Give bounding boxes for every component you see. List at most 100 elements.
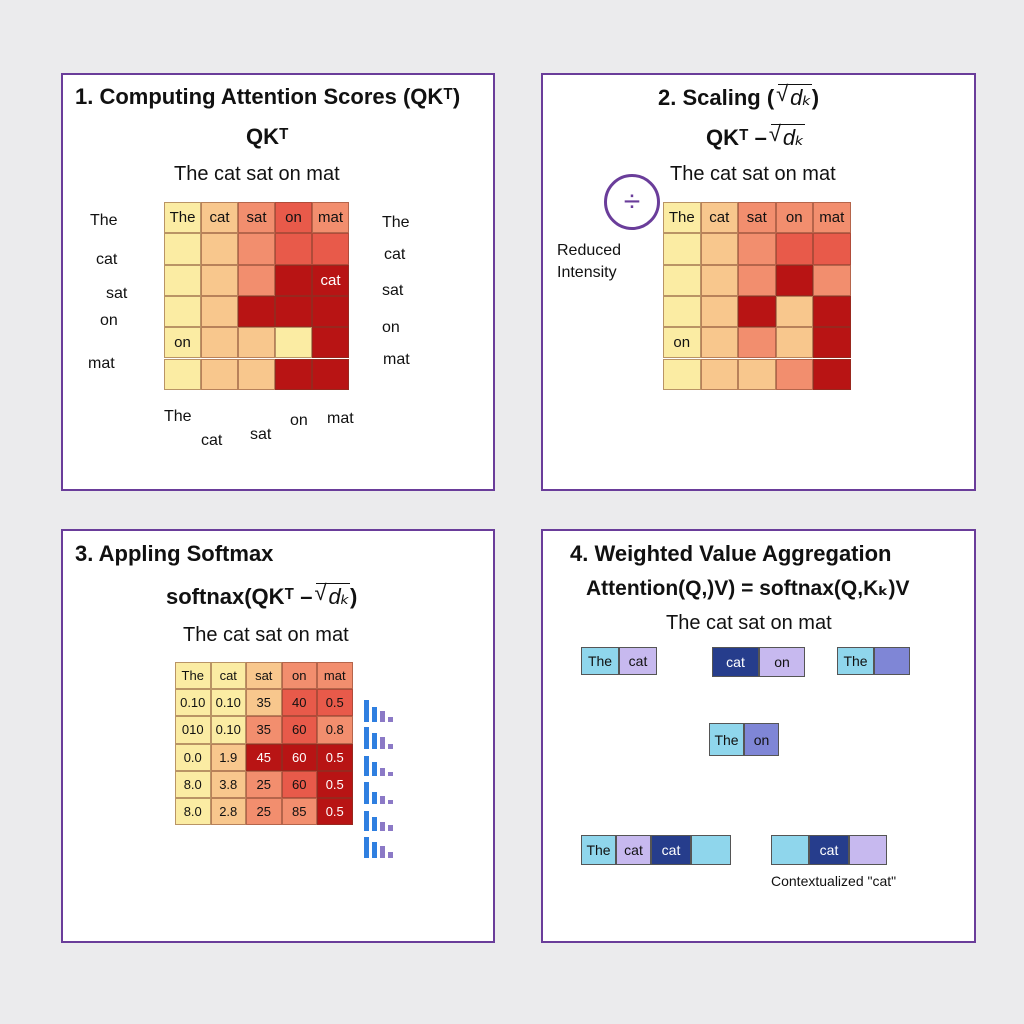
left-row-label: cat bbox=[96, 251, 118, 268]
right-row-label: sat bbox=[382, 282, 404, 299]
matrix-value-cell: 0.10 bbox=[210, 716, 246, 744]
token-box bbox=[691, 835, 731, 865]
matrix-value-cell: 85 bbox=[281, 798, 317, 826]
bottom-col-label: cat bbox=[201, 432, 223, 449]
matrix-value-cell: 25 bbox=[246, 770, 282, 798]
matrix-cell bbox=[663, 233, 701, 265]
weight-bar bbox=[388, 717, 393, 722]
matrix-cell bbox=[775, 327, 813, 359]
panel1-title: 1. Computing Attention Scores (QKᵀ) bbox=[75, 84, 461, 109]
matrix-cell bbox=[775, 295, 813, 328]
annotation-intensity: Intensity bbox=[557, 264, 617, 281]
matrix-cell-label: cat bbox=[312, 264, 349, 296]
matrix-cell bbox=[275, 295, 312, 328]
col-header-cell: on bbox=[281, 662, 317, 690]
weight-bar-group bbox=[364, 778, 404, 804]
col-header-cell: on bbox=[775, 202, 813, 234]
col-header-cell: sat bbox=[238, 202, 275, 234]
matrix-cell bbox=[775, 264, 813, 296]
panel2-sentence: The cat sat on mat bbox=[670, 163, 836, 185]
matrix-value-cell: 2.8 bbox=[210, 798, 246, 826]
matrix-value-cell: 60 bbox=[281, 743, 317, 771]
weight-bar-group bbox=[364, 723, 404, 750]
matrix-cell bbox=[238, 358, 275, 390]
col-header-cell: The bbox=[164, 202, 201, 234]
matrix-value-cell: 40 bbox=[281, 689, 317, 717]
divide-glyph: ÷ bbox=[623, 185, 641, 218]
weight-bar bbox=[380, 710, 385, 722]
matrix-cell bbox=[201, 358, 238, 390]
matrix-cell bbox=[275, 327, 312, 359]
weight-bar bbox=[388, 825, 393, 831]
panel3-sentence: The cat sat on mat bbox=[183, 624, 349, 646]
matrix-value-cell: 35 bbox=[246, 689, 282, 717]
matrix-cell bbox=[164, 264, 201, 296]
matrix-cell bbox=[238, 327, 275, 359]
matrix-cell bbox=[275, 264, 312, 296]
matrix-cell bbox=[663, 358, 701, 390]
matrix-cell bbox=[275, 358, 312, 390]
weight-bar bbox=[364, 756, 369, 777]
divide-icon: ÷ bbox=[604, 174, 660, 230]
matrix-cell bbox=[312, 233, 349, 265]
weight-bar bbox=[388, 852, 393, 858]
panel4-title: 4. Weighted Value Aggregation bbox=[570, 541, 892, 566]
panel2-formula-prefix: QKᵀ – bbox=[706, 125, 767, 150]
matrix-cell bbox=[738, 233, 776, 265]
bottom-col-label: sat bbox=[250, 426, 272, 443]
matrix-value-cell: 25 bbox=[246, 798, 282, 826]
weight-bar bbox=[380, 796, 385, 804]
matrix-value-cell: 0.10 bbox=[175, 689, 211, 717]
bottom-col-label: mat bbox=[327, 410, 354, 427]
weight-bar bbox=[388, 743, 393, 750]
matrix-cell bbox=[738, 295, 776, 328]
left-row-label: mat bbox=[88, 355, 115, 372]
col-header-cell: sat bbox=[246, 662, 282, 690]
panel1-formula: QKᵀ bbox=[246, 124, 289, 149]
bottom-col-label: The bbox=[164, 408, 192, 425]
weight-bar bbox=[372, 817, 377, 831]
weight-bar bbox=[380, 737, 385, 750]
matrix-value-cell: 1.9 bbox=[210, 743, 246, 771]
weight-bar-group bbox=[364, 696, 404, 722]
weight-bar bbox=[380, 822, 385, 831]
panel3-formula-sqrt: dₖ bbox=[314, 580, 351, 610]
weight-bar bbox=[372, 791, 377, 804]
panel2-formula-sqrt: dₖ bbox=[769, 121, 805, 151]
col-header-cell: mat bbox=[317, 662, 353, 690]
token-box: The bbox=[837, 647, 874, 675]
weight-bar bbox=[372, 842, 377, 858]
weight-bar-group bbox=[364, 750, 404, 777]
matrix-cell bbox=[813, 358, 851, 390]
matrix-cell bbox=[238, 233, 275, 265]
matrix-cell bbox=[164, 295, 201, 328]
matrix-cell-label: on bbox=[164, 327, 201, 359]
matrix-cell bbox=[813, 327, 851, 359]
panel2-title-sqrt: dₖ bbox=[776, 81, 812, 111]
panel3-title: 3. Appling Softmax bbox=[75, 541, 274, 566]
right-row-label: on bbox=[382, 319, 400, 336]
panel2-title-suffix: ) bbox=[811, 85, 820, 110]
right-row-label: mat bbox=[383, 351, 410, 368]
weight-bar-group bbox=[364, 832, 404, 858]
matrix-value-cell: 35 bbox=[246, 716, 282, 744]
matrix-cell bbox=[813, 295, 851, 328]
panel3-formula-prefix: softnax(QKᵀ – bbox=[166, 584, 313, 609]
matrix-cell bbox=[700, 233, 738, 265]
matrix-value-cell: 0.0 bbox=[175, 743, 211, 771]
token-box: The bbox=[581, 647, 619, 675]
matrix-cell bbox=[663, 295, 701, 328]
col-header-cell: mat bbox=[813, 202, 851, 234]
panel1-sentence: The cat sat on mat bbox=[174, 163, 340, 185]
matrix-cell bbox=[275, 233, 312, 265]
weight-bar bbox=[372, 733, 377, 750]
matrix-value-cell: 0.5 bbox=[317, 689, 353, 717]
right-row-label: cat bbox=[384, 246, 406, 263]
token-box: on bbox=[759, 647, 805, 677]
matrix-cell bbox=[663, 264, 701, 296]
token-box: cat bbox=[619, 647, 657, 675]
matrix-cell bbox=[201, 233, 238, 265]
matrix-value-cell: 0.8 bbox=[317, 716, 353, 744]
panel4-sentence: The cat sat on mat bbox=[666, 612, 832, 634]
panel3-formula: softnax(QKᵀ –dₖ) bbox=[166, 580, 357, 610]
